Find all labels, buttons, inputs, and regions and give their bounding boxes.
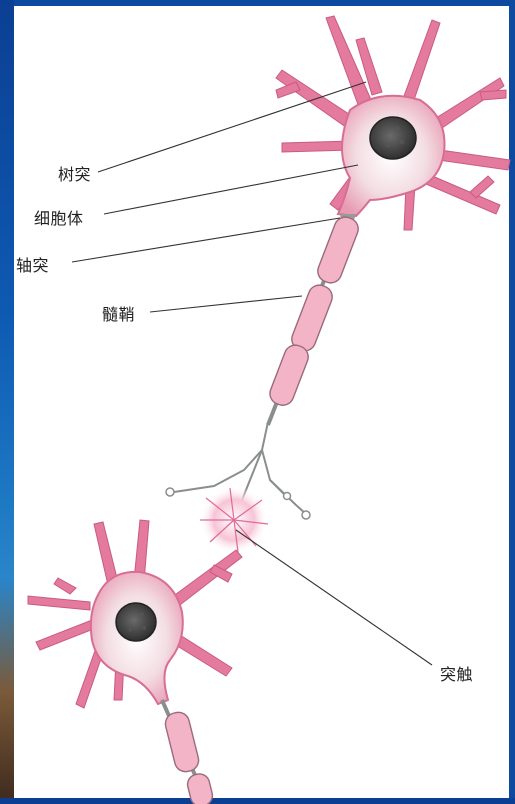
leader-line-myelin — [150, 296, 302, 312]
upper-nucleus — [370, 117, 416, 159]
label-cell-body: 细胞体 — [34, 205, 84, 229]
myelin-segment — [267, 342, 312, 408]
myelin-sheath-segments — [267, 214, 362, 408]
lower-myelin-segments — [163, 710, 214, 804]
leader-line-axon — [72, 218, 340, 262]
label-myelin-sheath: 髓鞘 — [102, 301, 135, 325]
myelin-segment — [163, 710, 201, 774]
leader-line-synapse — [236, 530, 432, 665]
myelin-segment — [185, 772, 214, 804]
lower-nucleus — [116, 603, 156, 641]
upper-neuron — [276, 16, 510, 230]
leader-line-dendrite — [98, 82, 366, 172]
myelin-segment — [315, 214, 362, 286]
label-dendrite: 树突 — [58, 161, 91, 185]
leader-line-cell-body — [104, 165, 358, 214]
myelin-segment — [289, 282, 336, 354]
label-synapse: 突触 — [440, 661, 473, 685]
axon — [166, 214, 361, 520]
lower-neuron — [28, 520, 242, 804]
synapse-glow — [200, 486, 268, 554]
label-axon: 轴突 — [16, 252, 49, 276]
